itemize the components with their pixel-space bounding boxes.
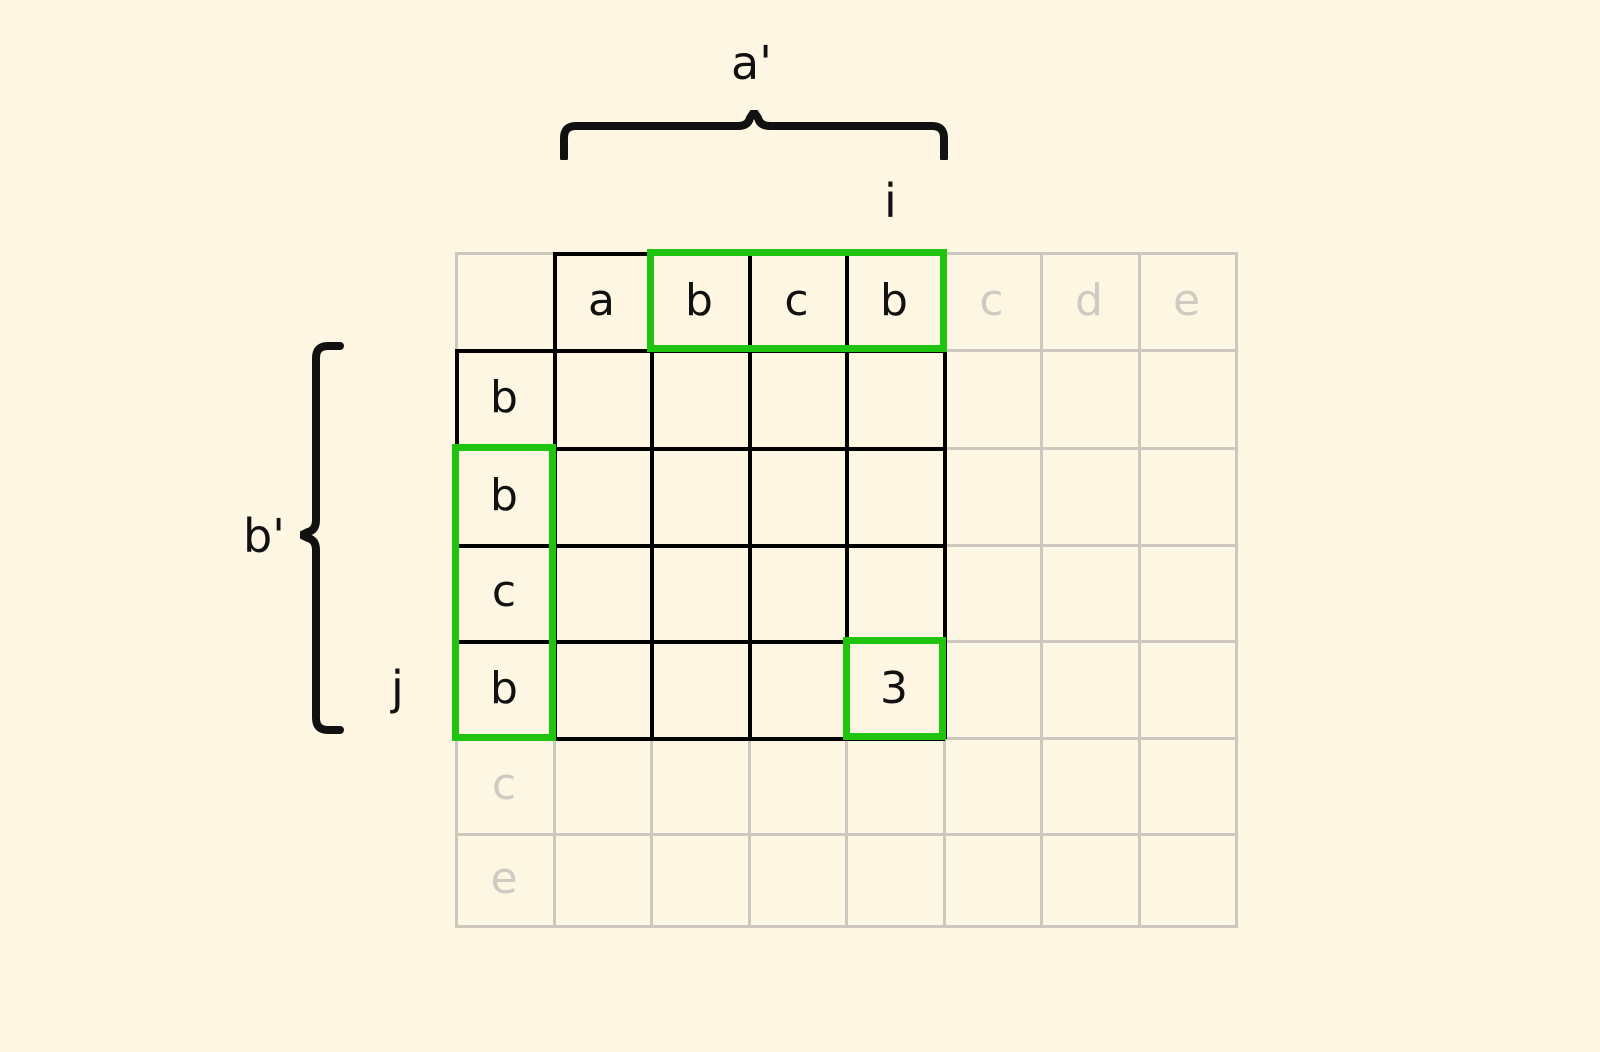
- active-line-h: [455, 640, 945, 644]
- row-header-b-2: b: [490, 469, 518, 521]
- active-line-v: [943, 252, 947, 739]
- col-header-b-2: b: [880, 274, 908, 326]
- row-header-b-1: b: [490, 372, 518, 423]
- col-header-c-1: c: [784, 274, 809, 326]
- active-line-h: [455, 544, 945, 548]
- active-line-v: [845, 252, 849, 739]
- active-line-h: [455, 737, 945, 741]
- label-i: i: [884, 174, 897, 228]
- col-header-e: e: [1172, 274, 1201, 326]
- col-header-d: d: [1075, 274, 1103, 326]
- active-line-v: [650, 252, 654, 739]
- col-header-c-2: c: [979, 274, 1004, 326]
- col-header-b-1: b: [685, 274, 713, 326]
- table-cell-value: 3: [880, 662, 908, 714]
- row-header-c-1: c: [491, 566, 517, 617]
- label-j: j: [391, 661, 404, 715]
- label-a-prime: a': [731, 36, 772, 90]
- grid-line-v: [1138, 252, 1141, 928]
- active-line-v: [748, 252, 752, 739]
- row-header-b-3: b: [490, 662, 518, 714]
- row-header-e: e: [490, 853, 518, 904]
- table-corner-cell: [455, 252, 553, 349]
- row-header-c-2: c: [491, 759, 517, 810]
- active-line-h: [455, 447, 945, 451]
- left-brace: [300, 342, 344, 734]
- label-b-prime: b': [243, 509, 285, 563]
- top-brace: [560, 110, 948, 160]
- grid-line-v: [1040, 252, 1043, 928]
- dp-table: a b c b c d e b b c b c e 3: [452, 249, 1238, 928]
- col-header-a: a: [588, 274, 615, 326]
- grid-line-v: [1235, 252, 1238, 928]
